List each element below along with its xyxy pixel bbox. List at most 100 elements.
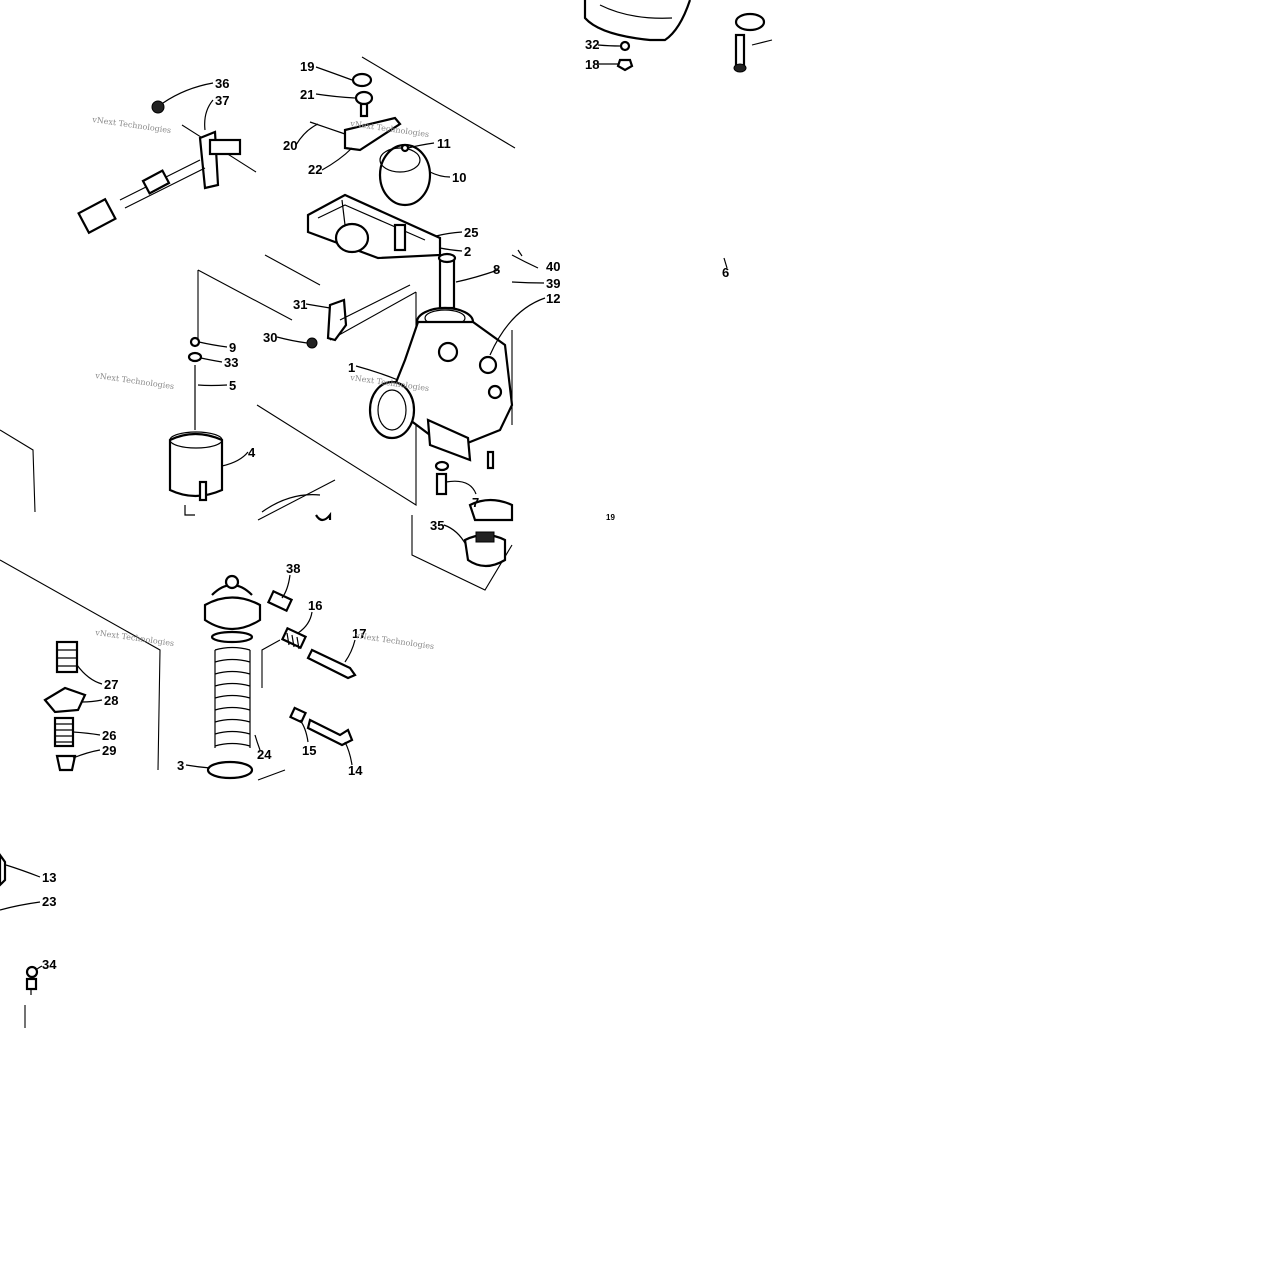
float-10 (378, 143, 432, 207)
callout-1: 1 (348, 360, 355, 375)
needle-11 (400, 143, 410, 153)
panel-top (361, 56, 516, 149)
panel-left (0, 429, 36, 513)
callout-9: 9 (229, 340, 236, 355)
gasket-28 (43, 686, 87, 714)
lower-left-parts (0, 853, 39, 995)
callout-34: 34 (42, 957, 57, 972)
connector-plug (77, 197, 117, 235)
leader-lines (0, 44, 728, 971)
callout-28: 28 (104, 693, 118, 708)
screw-8 (438, 256, 456, 310)
callout-17: 17 (352, 626, 366, 641)
pin-38 (266, 589, 294, 613)
callout-8: 8 (493, 262, 500, 277)
fitting-27 (55, 640, 79, 674)
callout-38: 38 (286, 561, 300, 576)
spring-16 (280, 626, 308, 650)
callout-23: 23 (42, 894, 56, 909)
callout-19-small: 19 (606, 513, 615, 522)
callout-16: 16 (308, 598, 322, 613)
plate-3 (206, 760, 254, 780)
callout-36: 36 (215, 76, 229, 91)
spring-15 (288, 706, 308, 724)
callout-26: 26 (102, 728, 116, 743)
panel-bottom-right (411, 515, 513, 591)
bowl-screw (734, 33, 746, 69)
cable (261, 494, 321, 513)
float-bowl-top-right (583, 0, 766, 73)
watermark: vNext Technologies (91, 115, 172, 135)
panel-mid-right-top (329, 291, 417, 341)
callout-25: 25 (464, 225, 478, 240)
callout-40: 40 (546, 259, 560, 274)
watermarks: vNext Technologies vNext Technologies vN… (91, 115, 435, 651)
callout-24: 24 (257, 747, 272, 762)
nut-18 (616, 58, 634, 72)
callout-31: 31 (293, 297, 307, 312)
watermark: vNext Technologies (94, 628, 175, 648)
callout-13: 13 (42, 870, 56, 885)
panel-left-mid-top (197, 269, 293, 321)
cap-spring-assembly (203, 494, 332, 780)
cap-top (203, 596, 262, 631)
float-assembly (306, 72, 442, 260)
callout-labels: 36 37 19 21 20 11 22 10 25 2 40 39 8 12 … (42, 37, 729, 972)
washer-32 (619, 40, 631, 52)
callout-33: 33 (224, 355, 238, 370)
callout-29: 29 (102, 743, 116, 758)
callout-4: 4 (248, 445, 256, 460)
callout-6: 6 (722, 265, 729, 280)
screw-30 (306, 337, 318, 349)
washer-34 (25, 965, 39, 979)
callout-19: 19 (300, 59, 314, 74)
seat-21 (354, 90, 374, 106)
callout-15: 15 (302, 743, 316, 758)
adjust-screws (280, 626, 357, 747)
callout-10: 10 (452, 170, 466, 185)
panel-mid (264, 254, 321, 286)
panel-spring (257, 479, 336, 521)
panel-bottom (257, 769, 286, 781)
panel-spring-right (261, 639, 281, 688)
callout-2: 2 (464, 244, 471, 259)
float-arm-22 (343, 116, 402, 152)
panel-left-lower (0, 559, 161, 771)
callout-3: 3 (177, 758, 184, 773)
pin-20 (309, 121, 346, 135)
callout-7: 7 (472, 495, 479, 510)
slide-4 (168, 432, 224, 498)
carburetor-body (306, 249, 539, 462)
panel-outlines (0, 39, 773, 1028)
jet-7 (435, 472, 448, 496)
callout-21: 21 (300, 87, 314, 102)
callout-30: 30 (263, 330, 277, 345)
watermark: vNext Technologies (354, 631, 435, 651)
callout-5: 5 (229, 378, 236, 393)
throttle-slide-assembly (168, 336, 224, 516)
carb-main-body (393, 320, 514, 452)
callout-18: 18 (585, 57, 599, 72)
callout-37: 37 (215, 93, 229, 108)
bracket-31 (326, 298, 348, 342)
cap-13 (0, 853, 7, 887)
screw-14 (306, 718, 354, 747)
valve-29 (55, 754, 77, 772)
callout-27: 27 (104, 677, 118, 692)
callout-11: 11 (437, 136, 451, 151)
screw-36 (151, 100, 165, 114)
o-ring-19 (351, 72, 373, 88)
bowl-tab (734, 12, 766, 32)
panel-top-right (751, 39, 773, 46)
callout-12: 12 (546, 291, 560, 306)
callout-20: 20 (283, 138, 297, 153)
watermark: vNext Technologies (94, 371, 175, 391)
callout-22: 22 (308, 162, 322, 177)
clip-9 (189, 336, 201, 348)
washer-33 (187, 351, 203, 363)
screw-17 (306, 648, 357, 680)
carb-intake (368, 380, 416, 440)
callout-39: 39 (546, 276, 560, 291)
main-jet-assembly (434, 450, 514, 568)
